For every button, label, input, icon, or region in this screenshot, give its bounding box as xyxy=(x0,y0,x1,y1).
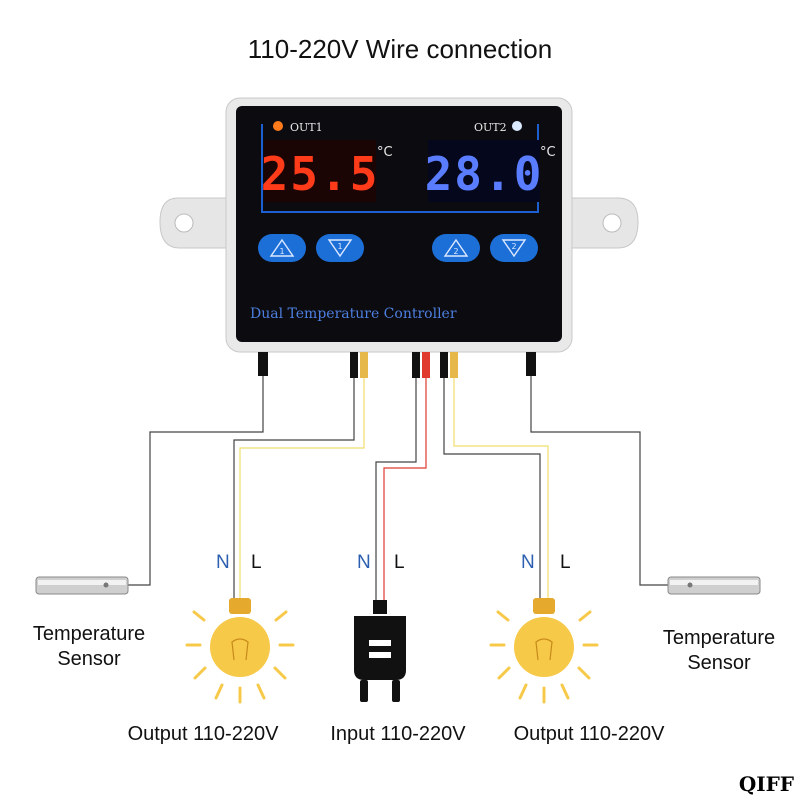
button-out1-up[interactable]: 1 xyxy=(258,234,306,262)
mounting-ear-left xyxy=(159,197,229,249)
left-sensor-caption: Temperature Sensor xyxy=(32,623,146,670)
display2-window xyxy=(428,140,540,202)
input-terminal-l: L xyxy=(394,552,405,573)
svg-text:1: 1 xyxy=(337,242,342,251)
svg-text:2: 2 xyxy=(511,242,516,251)
out1-label: OUT1 xyxy=(290,121,323,134)
left-output-terminal-n: N xyxy=(216,552,230,573)
brand-text: Dual Temperature Controller xyxy=(250,306,457,322)
input-terminal-n: N xyxy=(357,552,371,573)
out2-led-icon xyxy=(512,121,522,131)
wire-right-sensor xyxy=(530,376,668,586)
button-out2-up[interactable]: 2 xyxy=(432,234,480,262)
right-output-terminal-n: N xyxy=(521,552,535,573)
button-out1-down[interactable]: 1 xyxy=(316,234,364,262)
left-output-terminal-l: L xyxy=(251,552,262,573)
temperature-sensor-left-icon xyxy=(35,576,129,595)
page-title: 110-220V Wire connection xyxy=(247,34,553,64)
cable-stubs xyxy=(258,352,536,378)
power-plug-icon xyxy=(354,600,406,702)
input-caption: Input 110-220V xyxy=(330,723,466,745)
wire-input xyxy=(375,378,427,600)
display1-unit: °C xyxy=(377,145,393,160)
display1-window xyxy=(264,140,376,202)
right-output-caption: Output 110-220V xyxy=(513,723,665,745)
display2-value: 28.0 xyxy=(425,147,544,201)
svg-text:1: 1 xyxy=(279,247,284,256)
temperature-sensor-right-icon xyxy=(667,576,761,595)
left-output-caption: Output 110-220V xyxy=(127,723,279,745)
out1-led-icon xyxy=(273,121,283,131)
wire-right-output xyxy=(443,378,549,598)
right-sensor-caption: Temperature Sensor xyxy=(662,627,776,674)
display2-unit: °C xyxy=(540,145,556,160)
light-bulb-right-icon xyxy=(489,598,599,704)
out2-label: OUT2 xyxy=(474,121,507,134)
watermark-logo: QIFF xyxy=(738,772,794,796)
right-output-terminal-l: L xyxy=(560,552,571,573)
mounting-ear-right xyxy=(567,197,639,249)
wire-left-output xyxy=(233,378,365,598)
wire-left-sensor xyxy=(127,376,264,586)
button-out2-down[interactable]: 2 xyxy=(490,234,538,262)
svg-text:2: 2 xyxy=(453,247,458,256)
display1-value: 25.5 xyxy=(261,147,380,201)
light-bulb-left-icon xyxy=(185,598,295,704)
